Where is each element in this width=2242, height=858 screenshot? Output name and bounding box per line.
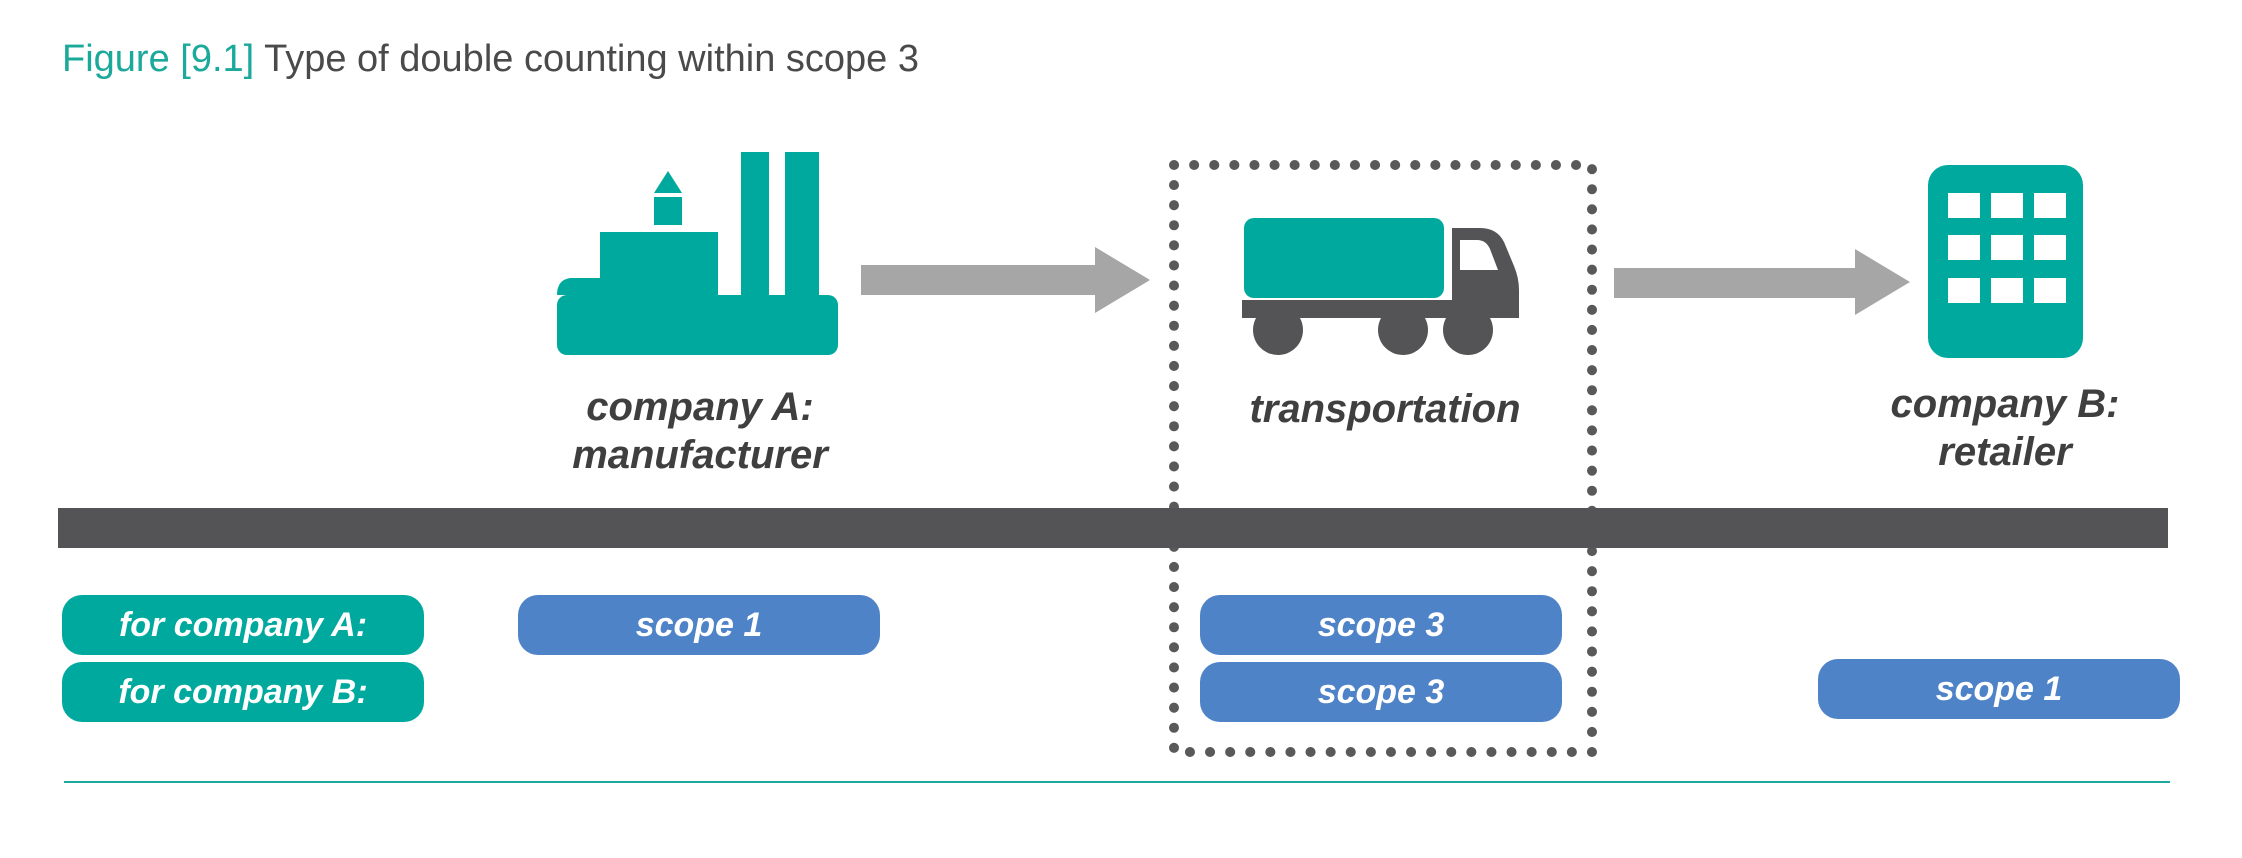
factory-icon (557, 152, 838, 355)
truck-icon (1242, 218, 1519, 355)
row-label-company-a: for company A: (62, 595, 424, 655)
bottom-rule (64, 781, 2170, 783)
scope-pill-a-transport: scope 3 (1200, 595, 1562, 655)
company-b-name: company B: (1890, 382, 2120, 426)
company-a-name: company A: (586, 385, 814, 429)
scope-pill-b-transport: scope 3 (1200, 662, 1562, 722)
company-a-label: company A: manufacturer (520, 383, 880, 479)
row-label-company-b: for company B: (62, 662, 424, 722)
transportation-label: transportation (1190, 385, 1580, 433)
figure-title: Figure [9.1] Type of double counting wit… (62, 38, 919, 81)
arrow-right-icon (861, 247, 1150, 313)
figure-number: Figure [9.1] (62, 38, 255, 80)
company-a-role: manufacturer (572, 433, 828, 477)
transportation-name: transportation (1249, 387, 1521, 431)
scope-pill-b-retailer: scope 1 (1818, 659, 2180, 719)
scope-pill-a-manufacturer: scope 1 (518, 595, 880, 655)
divider-bar (58, 508, 2168, 548)
company-b-label: company B: retailer (1830, 380, 2180, 476)
figure-title-text: Type of double counting within scope 3 (264, 38, 919, 80)
building-icon (1928, 165, 2083, 358)
arrow-right-icon (1614, 249, 1910, 315)
company-b-role: retailer (1938, 430, 2072, 474)
